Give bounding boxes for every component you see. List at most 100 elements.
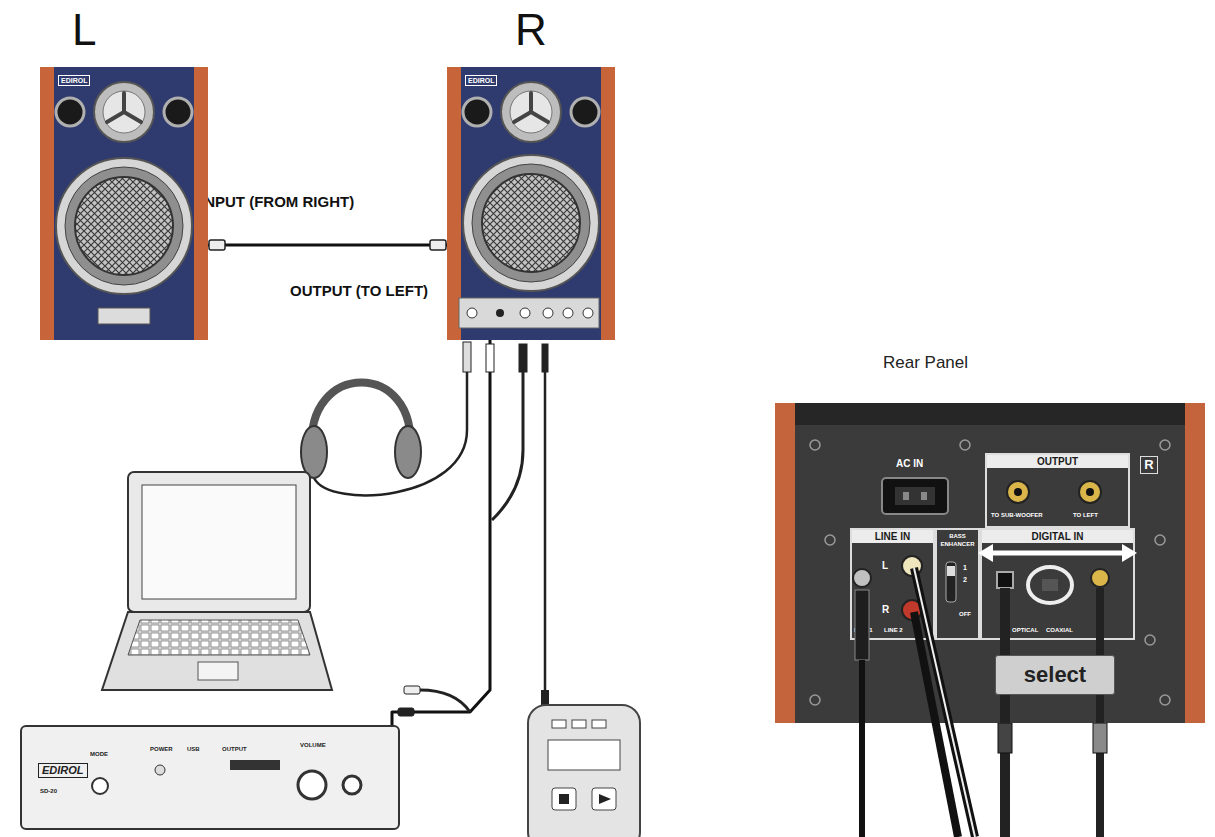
speaker-drawing [583,308,593,318]
speaker-input-plug [463,342,471,372]
brand-logo: EDIROL [38,763,88,778]
laptop [198,662,238,680]
speaker-drawing [56,98,84,126]
jack-label: COAXIAL [1046,626,1073,634]
speaker-input-plug [519,344,527,372]
portable-player [544,372,547,690]
switch-position: 2 [963,576,967,584]
headphones [301,426,327,478]
rear-jack [914,612,958,837]
socket-label: AC IN [896,458,923,470]
sound-module-controls [155,765,165,775]
portable-player [528,372,640,837]
cable-label: OUTPUT (TO LEFT) [290,282,428,300]
speaker-box: LEDIROL [40,67,208,340]
rear-panel-drawing [1145,635,1155,645]
speaker-drawing [56,158,192,294]
select-box: select [995,655,1115,695]
rca-plug [430,240,446,250]
portable-player [559,794,569,804]
rear-panel-drawing [1079,481,1101,503]
y-cable [492,372,523,520]
rear-panel-drawing [882,478,948,514]
rear-jack [853,569,871,587]
rear-jack [990,551,1125,556]
brand-logo: EDIROL [465,75,497,86]
speaker-drawing [601,67,615,340]
speaker-drawing [164,98,192,126]
rear-jack [947,566,955,576]
y-cable [398,372,523,716]
rear-panel-drawing [895,487,935,505]
speaker-drawing [463,155,599,291]
rear-jack [902,600,922,620]
portable-player [528,705,640,837]
control-label: OUTPUT [222,745,247,753]
control-label: USB [187,745,200,753]
speaker-drawing [194,67,208,340]
speaker-drawing [447,67,615,340]
rear-jack [914,568,975,837]
speaker-drawing [107,93,141,122]
speaker-drawing [65,167,183,285]
rear-jack [902,556,922,576]
rear-jack [1042,579,1058,591]
rear-panel: Rear PanelOUTPUTTO SUB-WOOFERTO LEFTRLIN… [775,403,1205,723]
laptop [142,485,296,599]
jack-label: LINE 1 [854,626,873,634]
rear-panel-drawing [1185,403,1205,723]
laptop [128,620,310,655]
digital-in-section: DIGITAL INOPTICALCOAXIAL [980,528,1135,640]
rear-cable [1093,723,1107,753]
headphones [314,372,467,495]
speaker-box: REDIROL [447,67,615,340]
rear-jack [1096,695,1104,723]
speaker-drawing [463,98,491,126]
portable-player [592,720,606,728]
speaker-input-plug [463,342,548,372]
speaker-drawing [459,298,599,328]
rear-jack [1000,588,1010,655]
rear-panel-drawing [1155,535,1165,545]
speaker-drawing [75,177,173,275]
rear-panel-drawing [1007,481,1029,503]
y-cable [404,686,420,694]
portable-player [548,740,620,770]
sound-module: EDIROLSD-20MODEPOWERUSBOUTPUTVOLUME [20,725,400,830]
switch-position: 1 [963,564,967,572]
control-label: POWER [150,745,173,753]
rca-plug [209,240,225,250]
speaker-label: L [72,5,96,55]
rear-panel-drawing [775,403,795,723]
speaker-drawing [514,93,548,122]
speaker-drawing [543,308,553,318]
portable-player [541,690,549,706]
brand-logo: EDIROL [58,75,90,86]
portable-player [552,788,576,810]
rear-jack [1122,544,1137,562]
portable-player [552,720,566,728]
portable-player [592,788,616,810]
speaker-drawing [501,82,561,142]
laptop [102,612,332,690]
rear-cable [998,723,1012,753]
section-header: OUTPUT [987,455,1128,468]
speaker-drawing [571,98,599,126]
rear-panel-drawing [1160,440,1170,450]
jack-label: L [882,560,888,572]
speaker-drawing [40,67,208,340]
rear-panel-drawing [775,403,1205,723]
sound-module-controls [343,776,361,794]
channel-letter: R [1141,457,1157,472]
sound-module-controls [230,760,280,770]
speaker-input-plug [542,344,548,372]
speaker-drawing [472,164,590,282]
speaker-drawing [520,308,530,318]
sound-module-controls [298,771,326,799]
rear-panel-drawing [903,492,909,500]
select-text: select [996,656,1114,694]
jack-label: LINE 2 [884,626,903,634]
rear-panel-drawing [810,695,820,705]
